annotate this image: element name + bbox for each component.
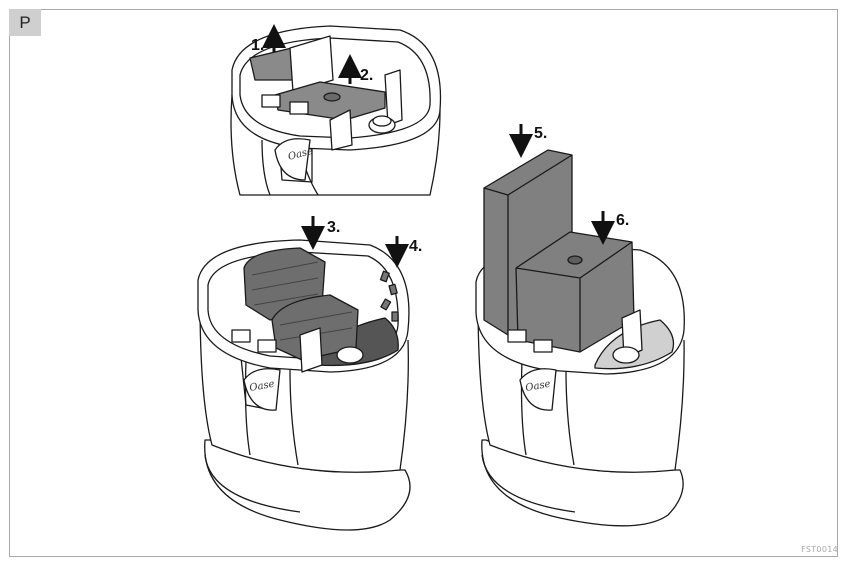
- step-1-label: 1.: [251, 37, 264, 54]
- step-3-label: 3.: [327, 219, 340, 236]
- filter-unit-right: [476, 150, 684, 526]
- step-6-label: 6.: [616, 212, 629, 229]
- figure-code: FST0014: [801, 545, 838, 554]
- step-5-label: 5.: [534, 125, 547, 142]
- step-4-label: 4.: [409, 238, 422, 255]
- step-2-label: 2.: [360, 67, 373, 84]
- filter-unit-left: [198, 240, 410, 530]
